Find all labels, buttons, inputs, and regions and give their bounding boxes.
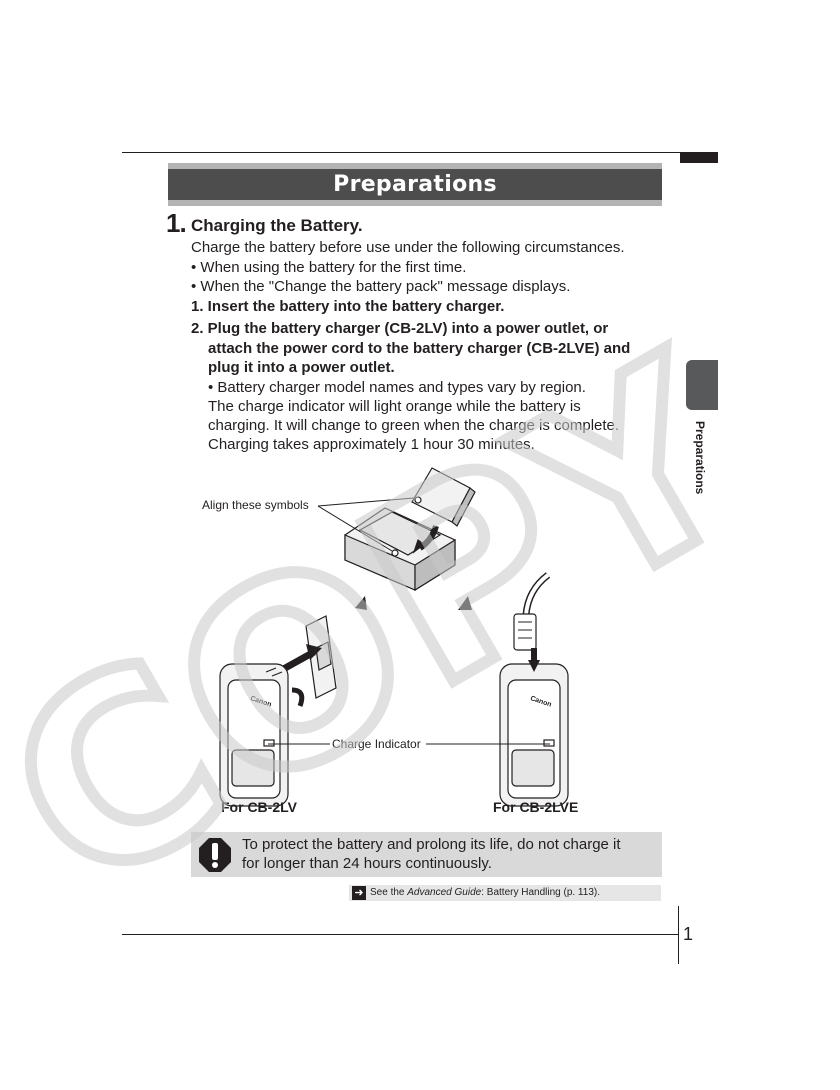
reference-prefix: See the (370, 887, 408, 898)
side-tab[interactable] (686, 360, 718, 410)
page-number: 1 (683, 924, 694, 944)
section-title-bar: Preparations (168, 163, 662, 206)
caption-cb-2lve: For CB-2LVE (493, 799, 579, 815)
charger-cb-2lve-drawing: Canon (499, 663, 569, 807)
header-tab-block (680, 152, 718, 163)
footer-rule (122, 934, 678, 935)
step-number: 1. (166, 208, 187, 238)
instruction-2-line: attach the power cord to the battery cha… (208, 340, 631, 357)
charge-indicator-label: Charge Indicator (330, 737, 423, 751)
caution-line: for longer than 24 hours continuously. (242, 855, 492, 872)
note-line: • Battery charger model names and types … (208, 379, 586, 396)
note-line: charging. It will change to green when t… (208, 417, 620, 434)
reference-link[interactable]: See the Advanced Guide: Battery Handling… (370, 886, 600, 900)
caption-cb-2lv: For CB-2LV (221, 799, 297, 815)
instruction-1: 1. Insert the battery into the battery c… (191, 298, 505, 315)
footer-vertical-rule (678, 906, 679, 964)
instruction-2-line: plug it into a power outlet. (208, 359, 395, 376)
caution-box (191, 832, 662, 877)
arrow-right-icon: ➜ (352, 886, 366, 900)
arrow-up-right-icon (458, 596, 472, 610)
caution-icon (199, 838, 231, 872)
wall-outlet-drawing (305, 615, 337, 699)
reference-guide-name: Advanced Guide (407, 887, 482, 898)
note-line: Charging takes approximately 1 hour 30 m… (208, 436, 535, 453)
caution-line: To protect the battery and prolong its l… (242, 836, 621, 853)
caution-text: To protect the battery and prolong its l… (242, 835, 657, 873)
note-line: The charge indicator will light orange w… (208, 398, 581, 415)
reference-bar (349, 885, 661, 901)
bullet-item: • When the "Change the battery pack" mes… (191, 278, 571, 295)
arrow-up-left-icon (355, 596, 367, 610)
page-title: Preparations (333, 172, 497, 197)
instruction-2-line: 2. Plug the battery charger (CB-2LV) int… (191, 320, 609, 337)
step-title: Charging the Battery. (191, 216, 363, 235)
bullet-item: • When using the battery for the first t… (191, 259, 467, 276)
charger-with-battery-drawing (344, 467, 476, 592)
intro-text: Charge the battery before use under the … (191, 239, 625, 256)
charger-cb-2lv-drawing: Canon (219, 663, 289, 807)
align-symbols-label: Align these symbols (202, 498, 309, 512)
reference-suffix: : Battery Handling (p. 113). (481, 887, 600, 898)
header-rule (122, 152, 718, 153)
